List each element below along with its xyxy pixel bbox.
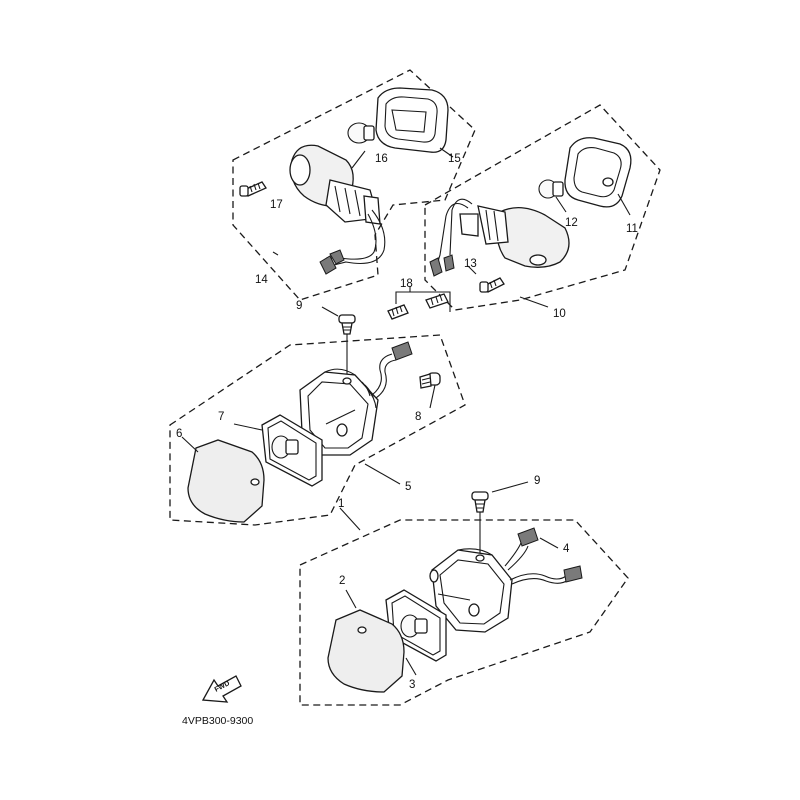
connector-5 <box>391 341 413 361</box>
bulb-16 <box>347 122 375 144</box>
lens-2 <box>327 609 405 693</box>
callout-18: 18 <box>400 278 413 290</box>
connector-1b <box>563 565 583 583</box>
lens-6 <box>187 439 265 523</box>
callout-13: 13 <box>464 258 477 270</box>
lens-11 <box>564 137 632 208</box>
callout-7: 7 <box>218 411 224 423</box>
fwd-arrow-icon: FWD <box>201 675 242 703</box>
wire-harness-1 <box>504 539 523 567</box>
callout-9-upper: 9 <box>296 300 302 312</box>
callout-16: 16 <box>375 153 388 165</box>
wire-harness-5 <box>371 353 393 396</box>
callout-12: 12 <box>565 217 578 229</box>
callout-6: 6 <box>176 428 182 440</box>
screw-13 <box>479 277 505 293</box>
screw-17 <box>239 181 267 197</box>
assembly-5-outline <box>169 334 466 526</box>
callout-11: 11 <box>626 223 638 235</box>
bulb-12 <box>538 179 564 199</box>
callout-3: 3 <box>409 679 415 691</box>
connector-10 <box>429 257 443 277</box>
assembly-10-outline <box>424 104 661 311</box>
bulb-1 <box>400 614 428 638</box>
callout-5: 5 <box>405 481 411 493</box>
callout-17: 17 <box>270 199 283 211</box>
flasher-body-10 <box>459 205 570 268</box>
assembly-1-outline <box>299 519 629 706</box>
connector-14 <box>319 255 337 275</box>
callout-8: 8 <box>415 411 421 423</box>
bulb-5 <box>271 435 299 459</box>
drawing-code: 4VPB300-9300 <box>182 715 253 727</box>
wire-harness-14 <box>333 209 386 266</box>
callout-9-lower: 9 <box>534 475 540 487</box>
callout-10: 10 <box>553 308 566 320</box>
callout-1: 1 <box>338 498 344 510</box>
callout-15: 15 <box>448 153 461 165</box>
screw-9-lower <box>471 481 529 556</box>
housing-1 <box>429 548 513 633</box>
assembly-14 <box>232 69 476 301</box>
screw-18 <box>387 286 451 320</box>
screw-9-upper <box>321 306 356 376</box>
flasher-body-14 <box>289 144 381 225</box>
callout-2: 2 <box>339 575 345 587</box>
screw-8 <box>419 372 441 389</box>
callout-4: 4 <box>563 543 570 555</box>
connector-1a <box>517 527 539 547</box>
callout-14: 14 <box>255 274 268 286</box>
lens-15 <box>375 87 449 153</box>
assembly-1 <box>299 507 629 706</box>
assembly-5 <box>169 334 466 526</box>
assembly-10 <box>424 104 661 311</box>
